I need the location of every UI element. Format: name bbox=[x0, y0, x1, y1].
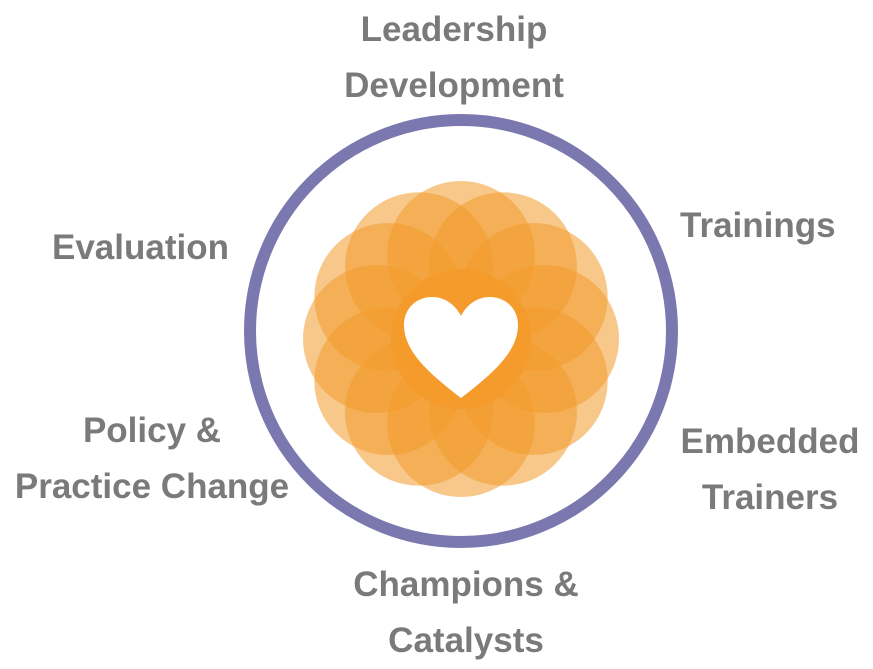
label-embedded-trainers: Embedded Trainers bbox=[670, 414, 870, 526]
label-line: Catalysts bbox=[388, 621, 544, 660]
label-trainings: Trainings bbox=[680, 198, 836, 254]
label-evaluation: Evaluation bbox=[52, 220, 229, 276]
label-line: Development bbox=[344, 66, 564, 105]
label-leadership-development: Leadership Development bbox=[306, 2, 602, 114]
label-line: Trainers bbox=[701, 478, 839, 517]
outer-ring bbox=[244, 114, 678, 548]
label-line: Practice Change bbox=[14, 467, 290, 506]
label-line: Policy & bbox=[82, 411, 222, 450]
label-line: Champions & bbox=[353, 565, 579, 604]
label-line: Embedded bbox=[680, 422, 860, 461]
heart-icon bbox=[404, 297, 518, 398]
label-line: Evaluation bbox=[52, 228, 229, 267]
label-policy-practice-change: Policy & Practice Change bbox=[6, 403, 298, 515]
label-champions-catalysts: Champions & Catalysts bbox=[318, 557, 614, 669]
label-line: Leadership bbox=[360, 10, 548, 49]
label-line: Trainings bbox=[680, 206, 836, 245]
